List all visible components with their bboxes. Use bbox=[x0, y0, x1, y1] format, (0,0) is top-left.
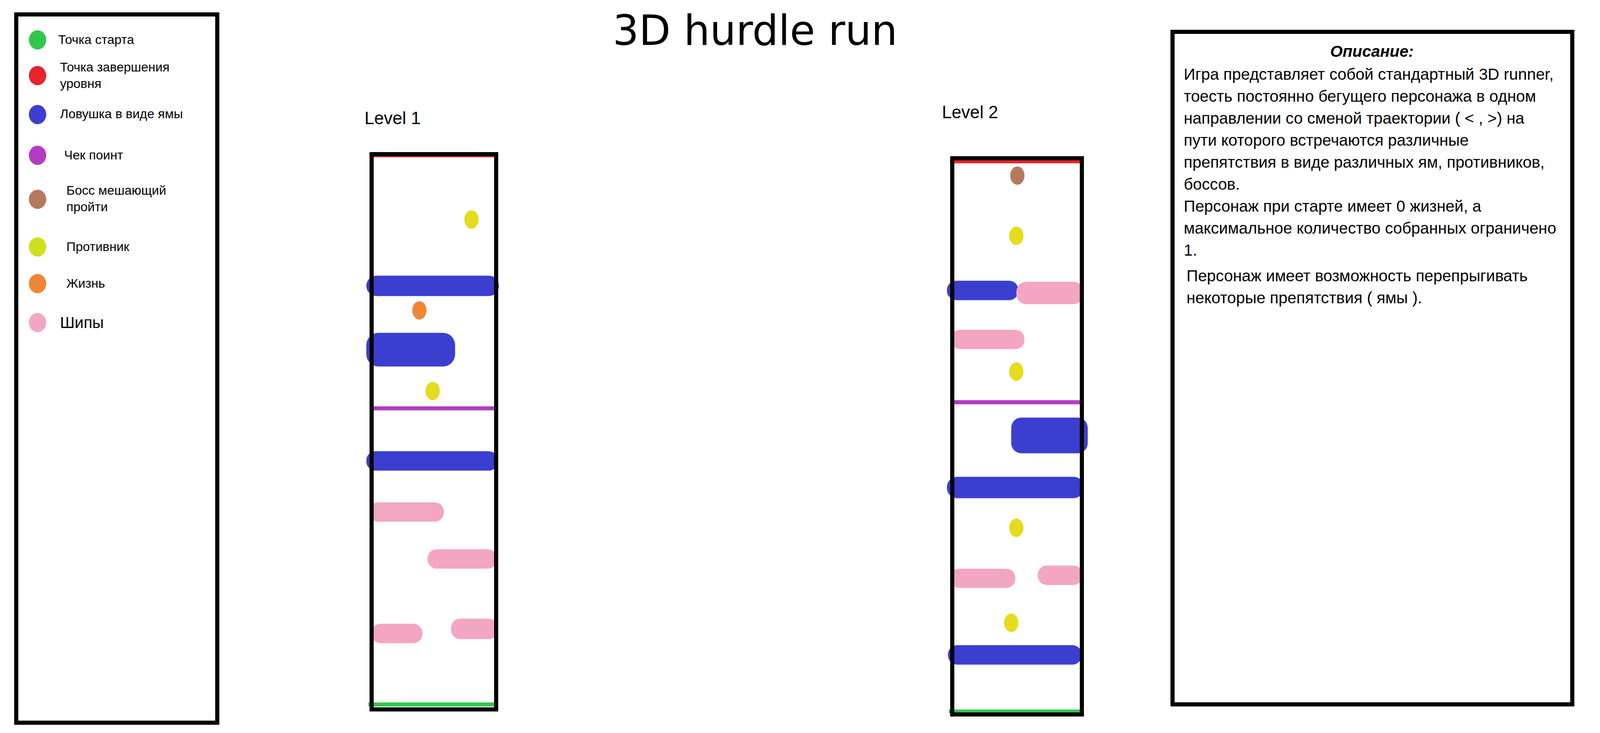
level-box: Level 2 bbox=[950, 156, 1084, 717]
spikes bbox=[427, 549, 498, 569]
enemy-dot bbox=[464, 210, 479, 229]
legend-text: Босс мешающий пройти bbox=[66, 182, 190, 216]
level-2-track bbox=[946, 161, 1089, 712]
checkpoint-line bbox=[371, 406, 497, 411]
legend-swatch bbox=[28, 189, 47, 209]
legend-text: Ловушка в виде ямы bbox=[59, 105, 183, 123]
spikes bbox=[1037, 565, 1083, 585]
pit-trap bbox=[366, 332, 456, 367]
spikes bbox=[369, 501, 445, 522]
enemy-dot bbox=[1009, 226, 1024, 245]
description-heading: Описание: bbox=[1183, 40, 1561, 63]
level-label: Level 2 bbox=[941, 102, 999, 123]
legend-text: Жизнь bbox=[66, 275, 105, 292]
description-paragraph: Персонаж имеет возможность перепрыгивать… bbox=[1183, 264, 1561, 309]
legend-text: Точка завершения уровня bbox=[59, 59, 183, 93]
enemy-dot bbox=[425, 381, 440, 400]
level-1-track bbox=[366, 155, 500, 705]
level-box: Level 1 bbox=[369, 152, 499, 712]
legend-text: Точка старта bbox=[58, 31, 135, 49]
spikes bbox=[951, 329, 1025, 349]
pit-trap bbox=[946, 476, 1084, 499]
description-box: Описание:Игра представляет собой стандар… bbox=[1170, 29, 1575, 707]
description-paragraph: Игра представляет собой стандартный 3D r… bbox=[1183, 63, 1561, 196]
enemy-dot bbox=[1009, 362, 1024, 381]
legend-swatch bbox=[28, 65, 47, 86]
life-dot bbox=[412, 300, 427, 320]
spikes bbox=[371, 623, 423, 643]
enemy-dot bbox=[1004, 613, 1019, 632]
spikes bbox=[950, 568, 1016, 588]
pit-trap bbox=[366, 275, 500, 297]
pit-trap bbox=[946, 280, 1019, 300]
checkpoint-line bbox=[952, 400, 1083, 405]
legend-swatch bbox=[28, 312, 47, 332]
description-paragraph: Персонаж при старте имеет 0 жизней, а ма… bbox=[1183, 195, 1561, 262]
pit-trap bbox=[947, 644, 1082, 664]
enemy-dot bbox=[1009, 518, 1024, 537]
legend-swatch bbox=[28, 104, 47, 125]
level-label: Level 1 bbox=[364, 108, 421, 129]
legend-text: Чек поинт bbox=[64, 146, 124, 164]
spikes bbox=[1016, 281, 1084, 305]
legend-text: Шипы bbox=[59, 311, 104, 333]
legend-swatch bbox=[28, 273, 47, 294]
start-line bbox=[368, 702, 496, 707]
pit-trap bbox=[1011, 417, 1088, 453]
boss-dot bbox=[1010, 166, 1025, 185]
spikes bbox=[451, 618, 499, 639]
diagram-title: 3D hurdle run bbox=[612, 6, 898, 55]
legend-swatch bbox=[28, 30, 47, 50]
legend-text: Противник bbox=[66, 238, 130, 256]
legend-swatch bbox=[28, 237, 47, 257]
pit-trap bbox=[366, 451, 498, 471]
legend-swatch bbox=[28, 145, 47, 165]
